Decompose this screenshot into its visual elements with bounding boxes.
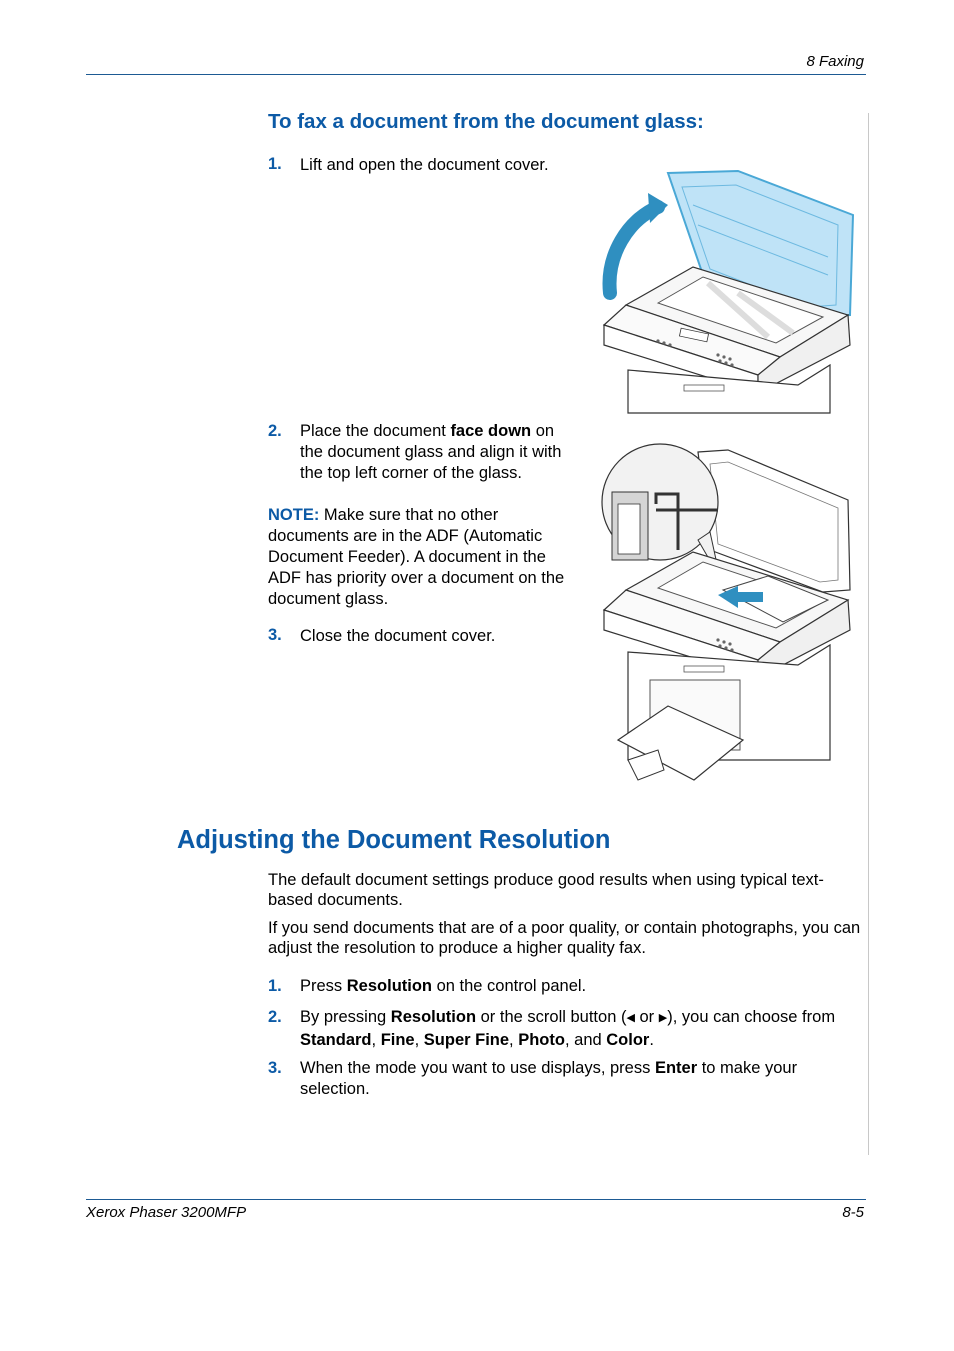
illustration-open-cover <box>602 169 855 414</box>
section-heading-fax-from-glass: To fax a document from the document glas… <box>268 110 704 133</box>
right-arrow-icon: ▶ <box>658 1012 668 1024</box>
step-number: 1. <box>268 977 282 995</box>
paragraph: If you send documents that are of a poor… <box>268 919 861 957</box>
step-number: 3. <box>268 626 282 644</box>
footer-rule <box>86 1199 866 1200</box>
header-rule <box>86 74 866 75</box>
margin-rule <box>868 113 869 1155</box>
step-number: 3. <box>268 1059 282 1077</box>
step-text: When the mode you want to use displays, … <box>300 1059 798 1098</box>
note-label: NOTE: <box>268 506 320 524</box>
step-text: Place the document face down on the docu… <box>300 422 562 482</box>
illustration-place-document <box>601 443 851 781</box>
step-number: 2. <box>268 1008 282 1026</box>
left-arrow-icon: ◀ <box>626 1012 635 1024</box>
footer-product: Xerox Phaser 3200MFP <box>86 1204 247 1221</box>
step-text: Lift and open the document cover. <box>300 156 549 174</box>
step-number: 1. <box>268 155 282 173</box>
page-number: 8-5 <box>842 1204 864 1221</box>
section-heading-resolution: Adjusting the Document Resolution <box>177 826 611 854</box>
step-text: Close the document cover. <box>300 627 496 645</box>
step-text: By pressing Resolution or the scroll but… <box>300 1008 836 1049</box>
note: NOTE: Make sure that no other documents … <box>268 506 565 608</box>
running-header: 8 Faxing <box>806 53 864 70</box>
step-number: 2. <box>268 422 282 440</box>
paragraph: The default document settings produce go… <box>268 871 824 909</box>
step-text: Press Resolution on the control panel. <box>300 977 587 995</box>
